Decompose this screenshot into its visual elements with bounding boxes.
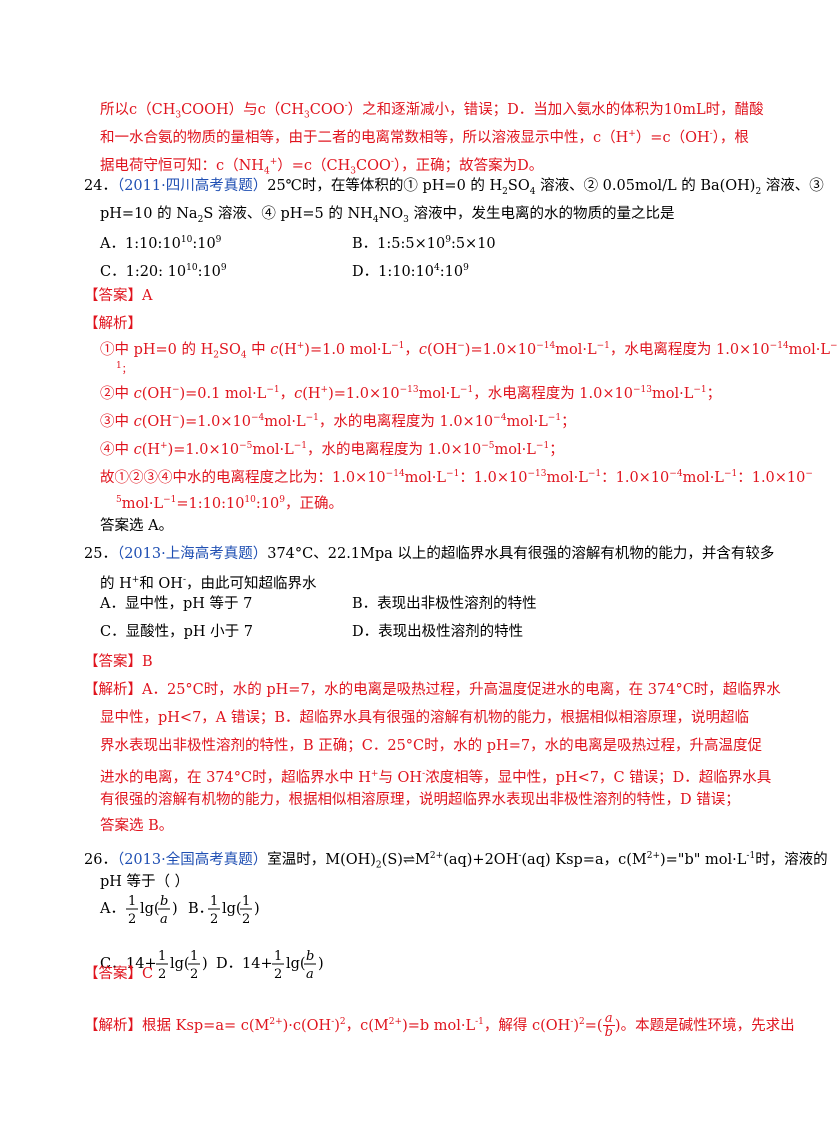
svg-text:14+: 14+ [242,956,273,972]
svg-text:lg(: lg( [170,956,190,972]
q25-stem-text: 374°C、22.1Mpa 以上的超临界水具有很强的溶解有机物的能力，并含有较多 [267,546,775,562]
svg-text:b: b [160,894,168,909]
svg-text:2: 2 [128,912,136,927]
svg-text:2: 2 [190,967,198,982]
q24-analysis-line-4: ④中 c(H+)=1.0×10−5mol·L−1，水的电离程度为 1.0×10−… [100,441,564,458]
svg-text:a: a [160,912,168,927]
svg-text:D．: D． [216,956,242,972]
question-24-stem-line-1: 24．（2011·四川高考真题）25℃时，在等体积的① pH=0 的 H2SO4… [84,178,824,197]
q24-answer: 【答案】A [84,288,153,304]
q24-analysis-label: 【解析】 [84,316,142,332]
q24-option-d[interactable]: D．1:10:104:109 [352,263,469,280]
prev-analysis-line-3: 据电荷守恒可知：c（NH4+）=c（CH3COO-），正确；故答案为D。 [100,157,544,177]
svg-text:2: 2 [274,967,282,982]
q26-options: A． 1 2 lg( b a ) B． 1 2 lg( 1 2 ) [99,894,324,982]
q26-option-c[interactable]: C． 14+ 1 2 lg( 1 2 ) [100,949,208,982]
question-source: （2013·全国高考真题） [116,851,268,868]
q26-option-d[interactable]: D． 14+ 1 2 lg( b a ) [216,949,324,982]
q26-fraction-num: a [602,1012,615,1027]
q25-option-d[interactable]: D．表现出极性溶剂的特性 [352,624,524,640]
svg-text:B．: B． [188,901,213,917]
svg-text:lg(: lg( [140,901,160,917]
svg-text:1: 1 [158,949,166,964]
question-26-stem-line-2: pH 等于（ ） [100,874,190,890]
svg-text:2: 2 [210,912,218,927]
question-number: 24． [84,178,117,194]
q24-analysis-line-1b: 1； [116,361,132,376]
q25-option-c[interactable]: C．显酸性，pH 小于 7 [100,624,253,640]
svg-text:b: b [306,949,314,964]
question-number: 26． [84,851,117,868]
svg-text:A．: A． [99,901,125,917]
q24-analysis-line-5: 故①②③④中水的电离程度之比为：1.0×10−14mol·L−1：1.0×10−… [100,469,813,486]
svg-text:1: 1 [190,949,198,964]
document-page: 所以c（CH3COOH）与c（CH3COO-）之和逐渐减小，错误；D．当加入氨水… [84,101,838,1041]
question-source: （2011·四川高考真题） [116,178,268,194]
q25-answer: 【答案】B [84,654,153,670]
q26-analysis-line-1: 【解析】根据 Ksp=a= c(M2+)·c(OH-)2，c(M2+)=b mo… [84,1011,795,1041]
svg-text:1: 1 [128,894,136,909]
q26-fraction-den: b [604,1025,613,1041]
q26-analysis-tail: )。本题是碱性环境，先求出 [614,1017,795,1034]
svg-text:2: 2 [242,912,250,927]
question-number: 25． [84,546,117,562]
q24-analysis-line-5b: 5mol·L−1=1:10:1010:109，正确。 [116,495,343,512]
q25-analysis-line-3: 界水表现出非极性溶剂的特性，B 正确；C．25°C时，水的 pH=7，水的电离是… [100,738,763,754]
q26-option-a[interactable]: A． 1 2 lg( b a ) [99,894,178,927]
svg-text:a: a [306,967,314,982]
svg-text:1: 1 [274,949,282,964]
svg-text:lg(: lg( [222,901,242,917]
svg-text:): ) [202,956,208,972]
q24-option-a[interactable]: A．1:10:1010:109 [100,235,222,252]
q25-analysis-line-2: 显中性，pH<7，A 错误；B．超临界水具有很强的溶解有机物的能力，根据相似相溶… [100,710,750,726]
q24-analysis-line-3: ③中 c(OH−)=1.0×10−4mol·L−1，水的电离程度为 1.0×10… [100,413,576,430]
question-source: （2013·上海高考真题） [116,546,268,562]
q25-analysis-line-4: 进水的电离，在 374°C时，超临界水中 H+与 OH-浓度相等，显中性，pH<… [100,769,772,786]
svg-text:14+: 14+ [126,956,157,972]
svg-text:1: 1 [242,894,250,909]
svg-text:): ) [172,901,178,917]
question-24-stem-line-2: pH=10 的 Na2S 溶液、④ pH=5 的 NH4NO3 溶液中，发生电离… [100,206,675,225]
q25-analysis-line-1: 【解析】A．25°C时，水的 pH=7，水的电离是吸热过程，升高温度促进水的电离… [84,682,781,698]
q25-analysis-line-5: 有很强的溶解有机物的能力，根据相似相溶原理，说明超临界水表现出非极性溶剂的特性，… [100,792,740,808]
q24-analysis-conclusion: 答案选 A。 [100,518,174,534]
svg-text:2: 2 [158,967,166,982]
svg-text:1: 1 [210,894,218,909]
q26-answer: 【答案】C [84,966,154,982]
q25-option-b[interactable]: B．表现出非极性溶剂的特性 [352,596,537,612]
prev-analysis-line-1: 所以c（CH3COOH）与c（CH3COO-）之和逐渐减小，错误；D．当加入氨水… [100,101,764,121]
question-25-stem-line-2: 的 H+和 OH-，由此可知超临界水 [100,575,317,592]
q25-analysis-line-6: 答案选 B。 [100,818,174,834]
q24-option-b[interactable]: B．1:5:5×109:5×10 [352,235,496,252]
svg-text:C．: C． [100,956,126,972]
svg-text:): ) [254,901,260,917]
q24-analysis-line-1: ①中 pH=0 的 H2SO4 中 c(H+)=1.0 mol·L−1，c(OH… [100,341,838,361]
q24-option-c[interactable]: C．1:20: 1010:109 [100,263,227,280]
q24-analysis-line-2: ②中 c(OH−)=0.1 mol·L−1，c(H+)=1.0×10−13mol… [100,385,722,402]
q25-option-a[interactable]: A．显中性，pH 等于 7 [100,596,253,612]
prev-analysis-line-2: 和一水合氨的物质的量相等，由于二者的电离常数相等，所以溶液显示中性，c（H+）=… [100,129,749,146]
svg-text:lg(: lg( [286,956,306,972]
q26-option-b[interactable]: B． 1 2 lg( 1 2 ) [188,894,260,927]
svg-text:): ) [318,956,324,972]
question-25-stem-line-1: 25．（2013·上海高考真题）374°C、22.1Mpa 以上的超临界水具有很… [84,544,774,564]
question-26-stem-line-1: 26．（2013·全国高考真题）室温时，M(OH)2(S)⇌M2+(aq)+2O… [84,851,828,871]
